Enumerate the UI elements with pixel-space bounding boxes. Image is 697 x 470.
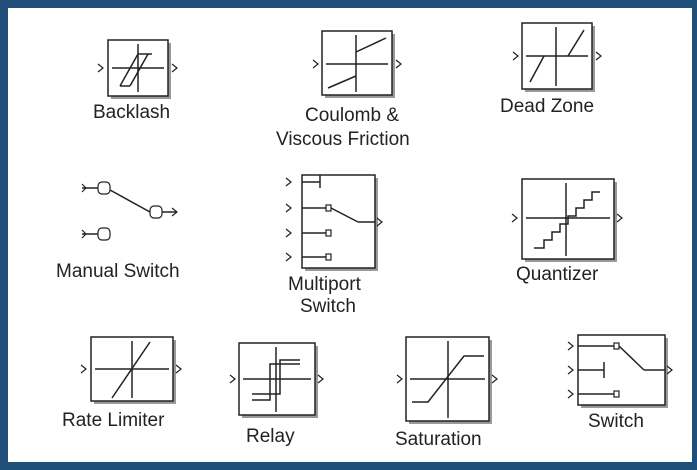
rate-limiter-block[interactable] (78, 336, 188, 406)
coulomb-friction-block[interactable] (312, 30, 412, 100)
rate-limiter-label: Rate Limiter (62, 410, 165, 431)
multiport-switch-block[interactable] (282, 174, 392, 274)
coulomb-label-line1: Coulomb & (305, 105, 399, 126)
backlash-label: Backlash (93, 102, 171, 123)
quantizer-label: Quantizer (516, 264, 599, 285)
switch-block[interactable] (566, 334, 676, 410)
switch-label: Switch (588, 411, 644, 432)
manual-switch-label: Manual Switch (56, 261, 180, 282)
dead-zone-block[interactable] (512, 22, 612, 94)
manual-switch-block[interactable] (78, 178, 188, 248)
relay-block[interactable] (228, 342, 328, 420)
backlash-block[interactable] (94, 38, 184, 100)
relay-label: Relay (246, 426, 295, 447)
coulomb-label-line2: Viscous Friction (276, 129, 410, 150)
quantizer-block[interactable] (510, 178, 623, 264)
saturation-label: Saturation (395, 429, 482, 450)
saturation-block[interactable] (396, 336, 506, 426)
multiport-label-line2: Switch (300, 296, 356, 317)
dead-zone-label: Dead Zone (500, 96, 595, 117)
multiport-label-line1: Multiport (288, 274, 361, 295)
